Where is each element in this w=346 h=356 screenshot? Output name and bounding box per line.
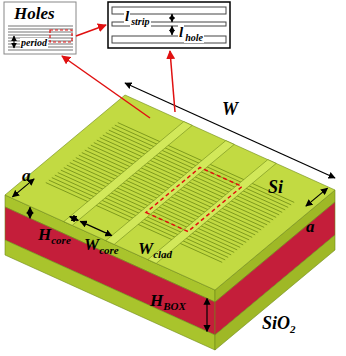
core-width-arrow: [70, 217, 78, 221]
dimension-subscript: strip: [130, 17, 150, 27]
holes-inset: [4, 2, 76, 54]
dimension-subscript: clad: [153, 249, 172, 260]
strip-inset: [108, 2, 230, 48]
dimension-symbol: W: [84, 236, 99, 253]
clad-width-arrow: [80, 221, 112, 235]
dimension-subscript: BOX: [163, 301, 186, 312]
material-label: Si: [268, 178, 283, 196]
box-height-arrow: [206, 298, 207, 331]
material-label: SiO: [262, 314, 290, 332]
dimension-subscript: core: [99, 245, 119, 256]
core-strip: [106, 141, 234, 245]
material-subscript: 2: [290, 324, 296, 335]
zoom-region: [146, 168, 242, 232]
core-strip: [64, 122, 192, 226]
dimension-symbol: H: [38, 226, 51, 243]
dimension-subscript: core: [51, 235, 71, 246]
top-face: [5, 95, 335, 290]
dimension-symbol: H: [150, 292, 163, 309]
zoom-arrows: [62, 25, 175, 118]
inset-title: Holes: [14, 5, 55, 22]
core-height-arrow: [29, 207, 30, 218]
dimension-symbol: a: [22, 167, 31, 184]
width-arrow: [125, 83, 335, 178]
dimension-symbol: a: [306, 218, 315, 235]
dimension-symbol: W: [222, 100, 238, 118]
dimension-symbol: W: [138, 240, 153, 257]
length-arrow: [306, 188, 328, 206]
period-label: period: [20, 38, 48, 48]
dimension-subscript: hole: [184, 33, 204, 43]
